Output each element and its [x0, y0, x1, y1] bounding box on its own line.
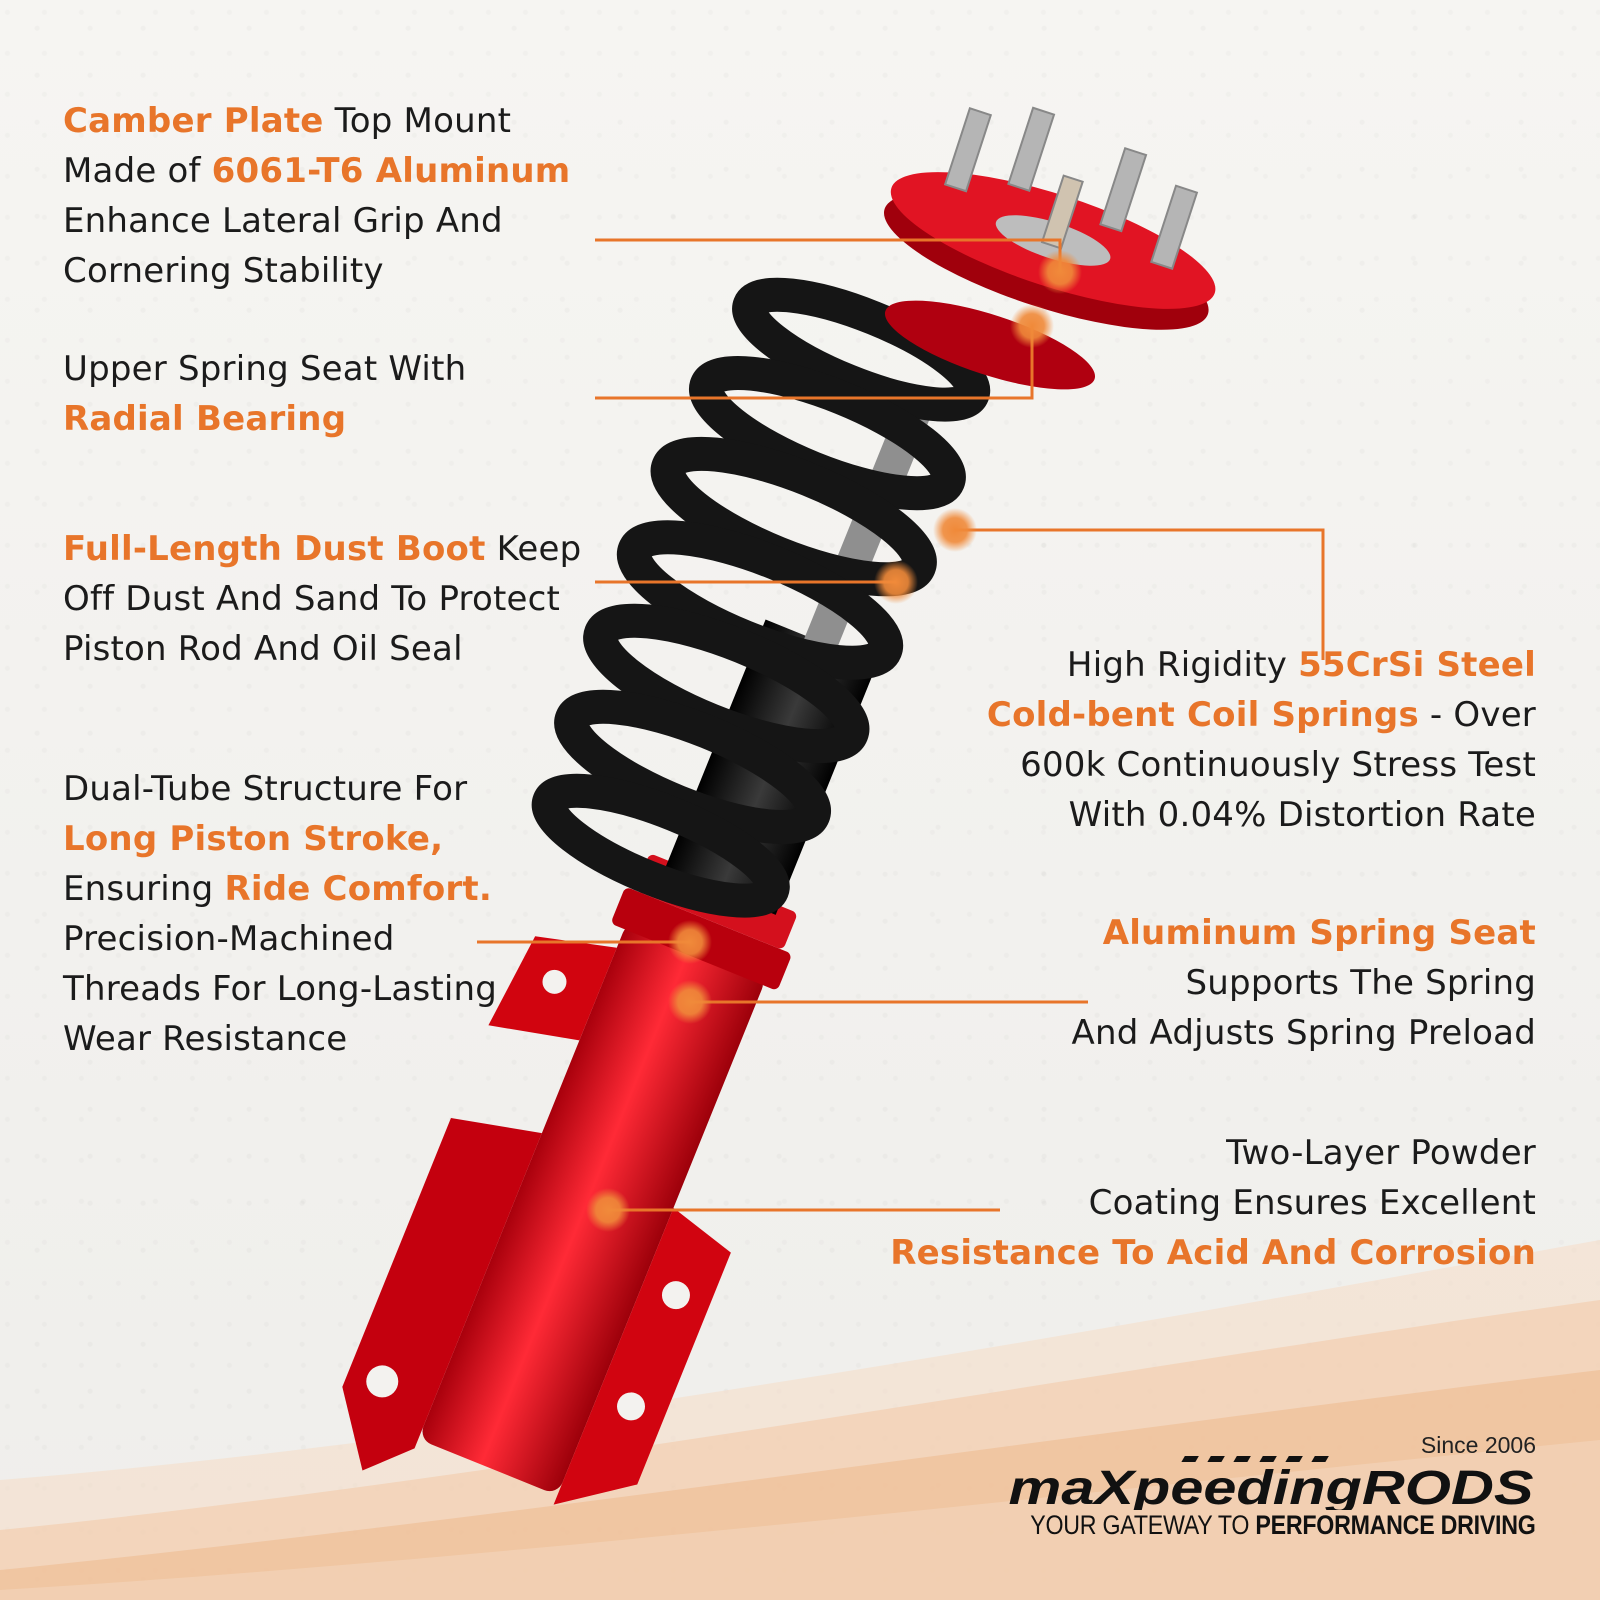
camber-line1-rest: Top Mount: [323, 101, 512, 141]
callout-dual-tube: Dual-Tube Structure For Long Piston Stro…: [63, 764, 523, 1064]
dual-tube-line5: Threads For Long-Lasting: [63, 969, 498, 1009]
dust-boot-line3: Piston Rod And Oil Seal: [63, 629, 463, 669]
dual-tube-heading: Long Piston Stroke,: [63, 819, 444, 859]
callout-powder-coating: Two-Layer Powder Coating Ensures Excelle…: [876, 1128, 1536, 1278]
camber-material: 6061-T6 Aluminum: [211, 151, 571, 191]
brand-logo: Since 2006 maXpeedingRODS YOUR GATEWAY T…: [1006, 1424, 1537, 1544]
spring-seat-heading: Aluminum Spring Seat: [1102, 913, 1536, 953]
brand-tagline-bold: PERFORMANCE DRIVING: [1255, 1510, 1536, 1540]
callout-upper-spring-seat: Upper Spring Seat With Radial Bearing: [63, 344, 583, 444]
camber-line4: Cornering Stability: [63, 251, 384, 291]
brand-tagline-pre: YOUR GATEWAY TO: [1030, 1510, 1256, 1540]
upper-seat-heading: Radial Bearing: [63, 399, 347, 439]
dual-tube-line3-pre: Ensuring: [63, 869, 225, 909]
upper-seat-line1: Upper Spring Seat With: [63, 349, 467, 389]
spring-seat-line2: Supports The Spring: [1185, 963, 1536, 1003]
brand-since: Since 2006: [1420, 1432, 1536, 1458]
callout-spring-seat: Aluminum Spring Seat Supports The Spring…: [976, 908, 1536, 1058]
coating-line1: Two-Layer Powder: [1226, 1133, 1536, 1173]
brand-wordmark: maXpeedingRODS: [1009, 1456, 1534, 1510]
callout-dust-boot: Full-Length Dust Boot Keep Off Dust And …: [63, 524, 603, 674]
dual-tube-line6: Wear Resistance: [63, 1019, 348, 1059]
camber-line2-pre: Made of: [63, 151, 212, 191]
dust-boot-line2: Off Dust And Sand To Protect: [63, 579, 561, 619]
coil-spring-line3: 600k Continuously Stress Test: [1020, 745, 1536, 785]
coil-spring-material: 55CrSi Steel: [1298, 645, 1536, 685]
callout-coil-spring: High Rigidity 55CrSi Steel Cold-bent Coi…: [936, 640, 1536, 840]
brand-wordmark-text: maXpeedingRODS: [1009, 1462, 1534, 1510]
coating-heading: Resistance To Acid And Corrosion: [890, 1233, 1536, 1273]
coil-spring-line1-pre: High Rigidity: [1066, 645, 1299, 685]
spring-seat-line3: And Adjusts Spring Preload: [1071, 1013, 1536, 1053]
brand-tagline: YOUR GATEWAY TO PERFORMANCE DRIVING: [1030, 1510, 1537, 1541]
callout-camber-plate: Camber Plate Top Mount Made of 6061-T6 A…: [63, 96, 583, 296]
dust-boot-heading: Full-Length Dust Boot: [63, 529, 486, 569]
dual-tube-line4: Precision-Machined: [63, 919, 395, 959]
coating-line2: Coating Ensures Excellent: [1088, 1183, 1536, 1223]
dust-boot-line1-rest: Keep: [485, 529, 582, 569]
camber-heading: Camber Plate: [63, 101, 324, 141]
dual-tube-ride-comfort: Ride Comfort.: [224, 869, 492, 909]
dual-tube-line1: Dual-Tube Structure For: [63, 769, 468, 809]
camber-line3: Enhance Lateral Grip And: [63, 201, 503, 241]
coil-spring-line4: With 0.04% Distortion Rate: [1068, 795, 1536, 835]
coil-spring-line2-rest: - Over: [1418, 695, 1536, 735]
coil-spring-heading: Cold-bent Coil Springs: [986, 695, 1419, 735]
